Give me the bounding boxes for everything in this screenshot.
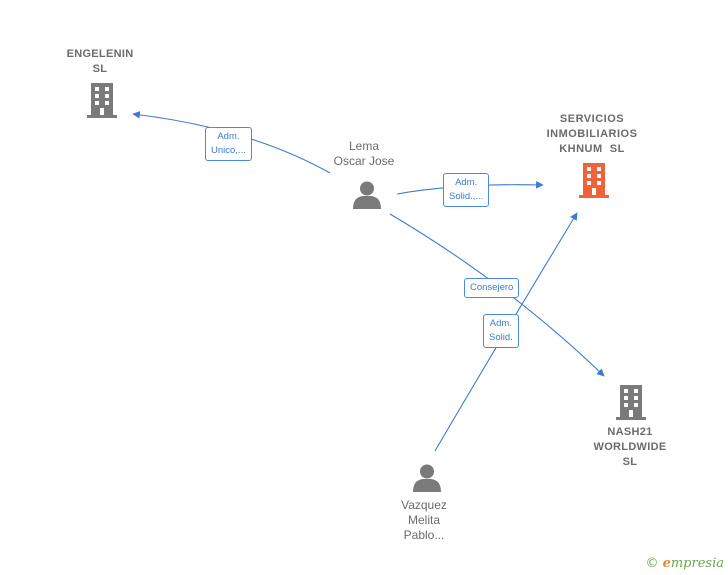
engelenin-label: ENGELENIN SL xyxy=(60,47,140,77)
lema-name-line-1: Lema xyxy=(348,139,380,153)
edge-label-line-2: Unico,... xyxy=(211,145,246,156)
edge-label-line-1: Adm. xyxy=(455,177,478,188)
edge-label-line-1: Adm. xyxy=(217,131,240,142)
edge-label-line-1: Adm. xyxy=(489,318,512,329)
servicios-label: SERVICIOS INMOBILIARIOS KHNUM SL xyxy=(532,112,652,157)
edge-label-consejero[interactable]: Consejero xyxy=(464,278,520,298)
person-icon[interactable] xyxy=(352,180,382,210)
building-icon[interactable] xyxy=(578,163,610,198)
servicios-name-line-1: SERVICIOS xyxy=(559,113,625,125)
copyright-symbol: © xyxy=(645,556,659,571)
edge-label-line-1: Consejero xyxy=(470,282,514,293)
servicios-name-line-2: INMOBILIARIOS xyxy=(546,128,638,140)
edge-label-adm-solid-lema[interactable]: Adm. Solid.,... xyxy=(443,173,490,207)
servicios-name-line-3: KHNUM SL xyxy=(559,143,625,155)
engelenin-name-line-1: ENGELENIN xyxy=(66,48,134,60)
building-icon[interactable] xyxy=(86,83,118,118)
edge-label-adm-solid-vazquez[interactable]: Adm. Solid. xyxy=(483,314,519,348)
lema-label: Lema Oscar Jose xyxy=(324,139,404,169)
person-icon[interactable] xyxy=(412,463,442,493)
engelenin-name-line-2: SL xyxy=(92,63,108,75)
brand-initial: e xyxy=(662,556,671,571)
edge-label-line-2: Solid. xyxy=(489,332,513,343)
brand-name: mpresia xyxy=(670,556,724,571)
edge-label-adm-unico[interactable]: Adm. Unico,... xyxy=(205,127,252,161)
building-icon[interactable] xyxy=(615,385,647,420)
nash21-name-line-1: NASH21 xyxy=(607,426,653,438)
vazquez-label: Vazquez Melita Pablo... xyxy=(384,498,464,543)
vazquez-name-line-3: Pablo... xyxy=(403,528,445,542)
edge-label-line-2: Solid.,... xyxy=(449,191,484,202)
lema-name-line-2: Oscar Jose xyxy=(333,154,395,168)
nash21-label: NASH21 WORLDWIDE SL xyxy=(586,425,674,470)
nash21-name-line-2: WORLDWIDE xyxy=(593,441,667,453)
empresia-watermark: © empresia xyxy=(645,556,724,571)
vazquez-name-line-2: Melita xyxy=(407,513,440,527)
vazquez-name-line-1: Vazquez xyxy=(401,498,447,512)
nash21-name-line-3: SL xyxy=(622,456,638,468)
